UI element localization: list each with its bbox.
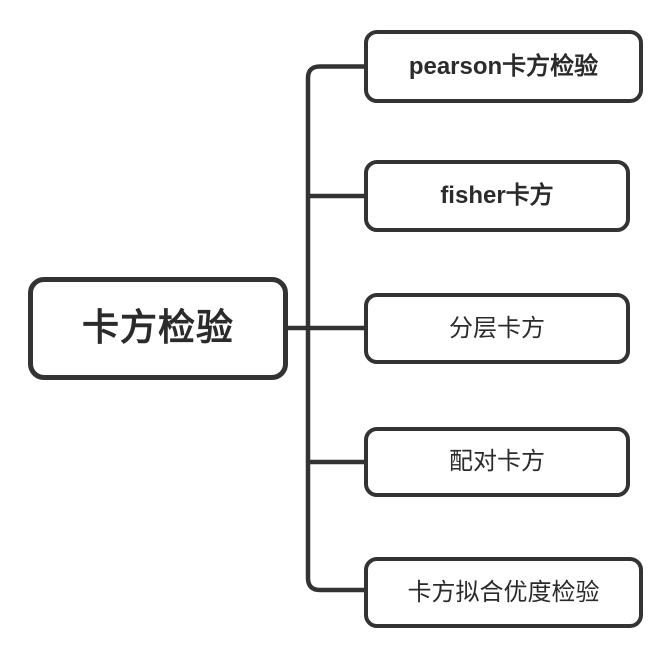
root-node[interactable]: 卡方检验 (28, 277, 288, 380)
child-node-paired[interactable]: 配对卡方 (364, 427, 630, 497)
child-node-fisher[interactable]: fisher卡方 (364, 160, 630, 232)
child-node-label: 分层卡方 (449, 314, 545, 342)
root-node-label: 卡方检验 (82, 307, 234, 349)
child-node-stratified[interactable]: 分层卡方 (364, 293, 630, 364)
child-node-pearson[interactable]: pearson卡方检验 (364, 30, 643, 103)
child-node-label: pearson卡方检验 (408, 52, 599, 80)
child-node-label: 卡方拟合优度检验 (407, 578, 600, 606)
child-node-label: 配对卡方 (449, 448, 545, 476)
child-node-goodness-of-fit[interactable]: 卡方拟合优度检验 (364, 557, 643, 628)
child-node-label: fisher卡方 (440, 182, 554, 210)
